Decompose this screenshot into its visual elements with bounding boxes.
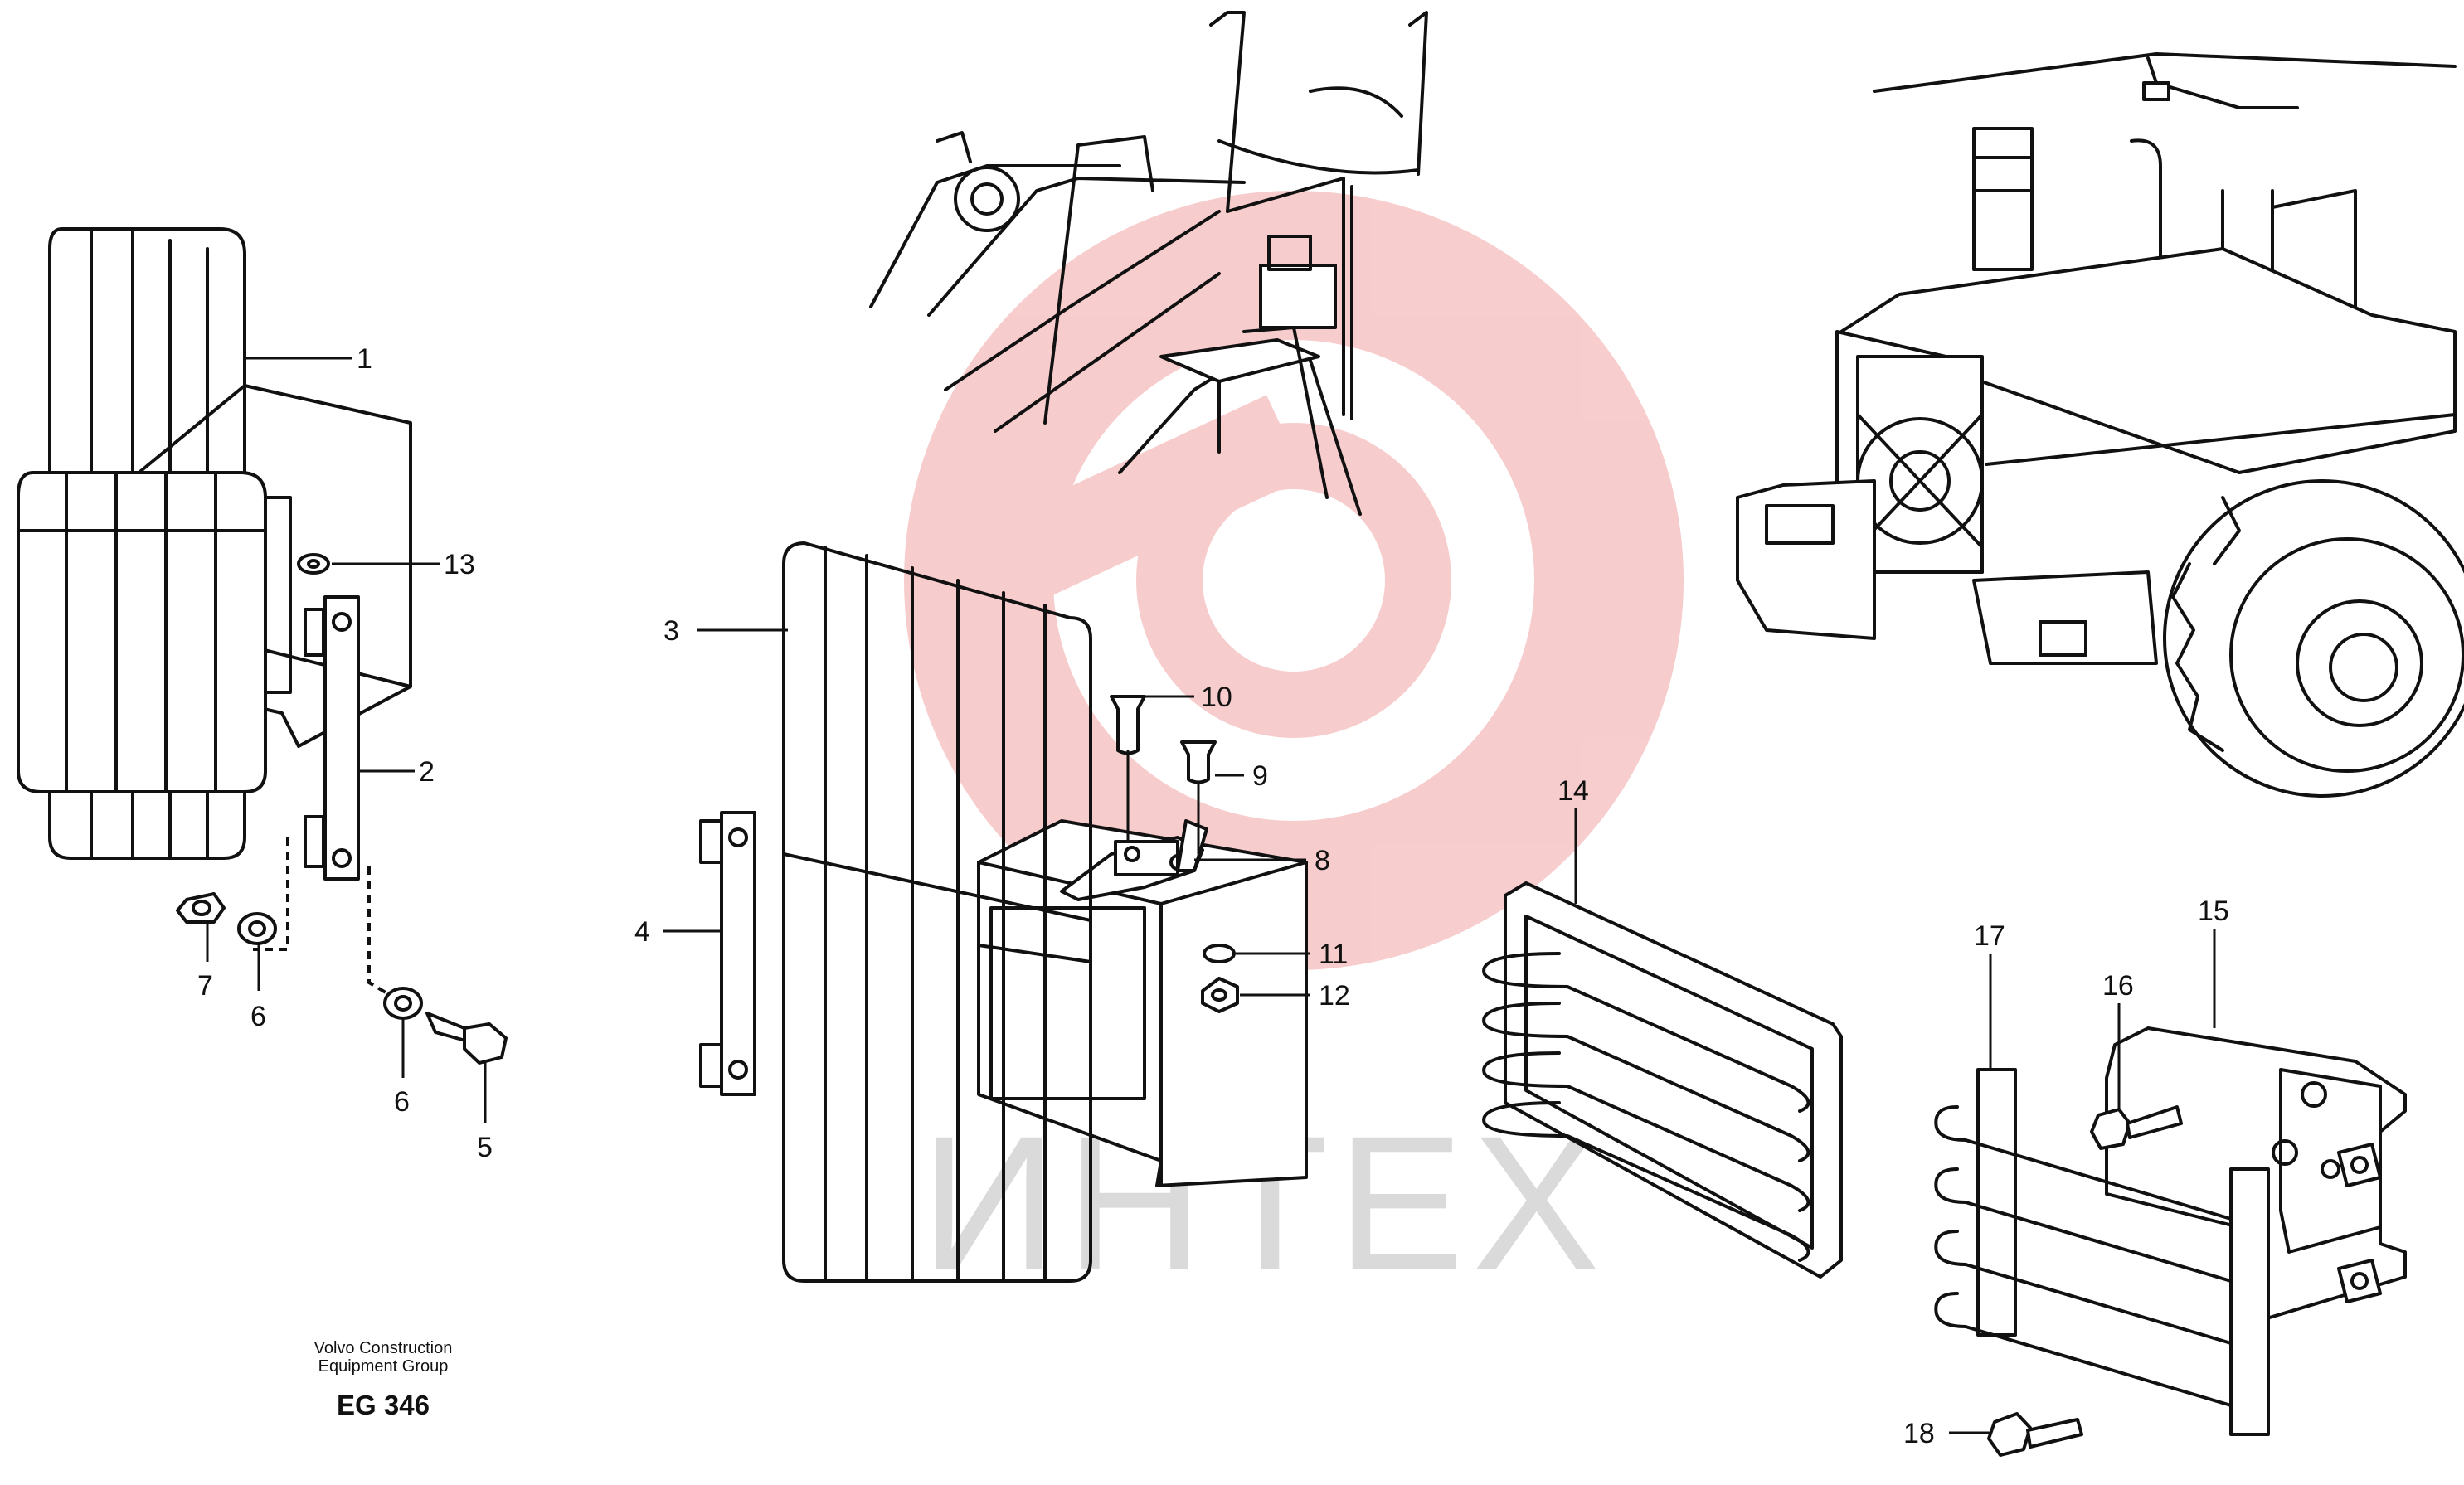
callout-labels: 1 13 2 7 6 6 5 3 4 10 9 8 11 12 14 15 17… [197, 343, 2229, 1449]
callout-13: 13 [444, 549, 475, 580]
callout-14: 14 [1558, 775, 1589, 807]
lamp-guard-14 [1482, 808, 1843, 1279]
credit-line-2: Equipment Group [318, 1357, 449, 1376]
callout-15: 15 [2198, 895, 2229, 927]
callout-1: 1 [357, 343, 372, 375]
leader-lines-left [206, 357, 487, 1123]
wheel-loader-sketch [1736, 52, 2464, 798]
lamp-guard-middle-assembly [699, 541, 1308, 1283]
credit-line-1: Volvo Construction [314, 1339, 453, 1357]
callout-18: 18 [1903, 1418, 1935, 1449]
figure-code: EG 346 [337, 1390, 430, 1420]
callout-4: 4 [634, 916, 650, 948]
callout-9: 9 [1252, 760, 1268, 792]
watermark-gear-icon [904, 191, 1684, 970]
callout-12: 12 [1319, 980, 1350, 1012]
leader-lines-right [1949, 929, 2216, 1434]
callout-16: 16 [2102, 970, 2134, 1002]
callout-8: 8 [1315, 845, 1330, 876]
lamp-guard-left-assembly [17, 227, 508, 1065]
callout-6-right: 6 [394, 1086, 410, 1118]
callout-17: 17 [1974, 920, 2005, 952]
lamp-guard-bracket-assembly [1934, 1026, 2407, 1457]
machine-cab-sketch [869, 11, 1428, 516]
callout-6-left: 6 [250, 1001, 266, 1032]
callout-3: 3 [663, 615, 679, 647]
credit-block: Volvo Construction Equipment Group EG 34… [314, 1339, 453, 1420]
callout-10: 10 [1201, 682, 1232, 713]
callout-11: 11 [1319, 939, 1348, 970]
callout-5: 5 [477, 1132, 493, 1163]
leader-lines-middle [663, 628, 1310, 997]
callout-2: 2 [419, 756, 435, 788]
callout-7: 7 [197, 970, 213, 1002]
